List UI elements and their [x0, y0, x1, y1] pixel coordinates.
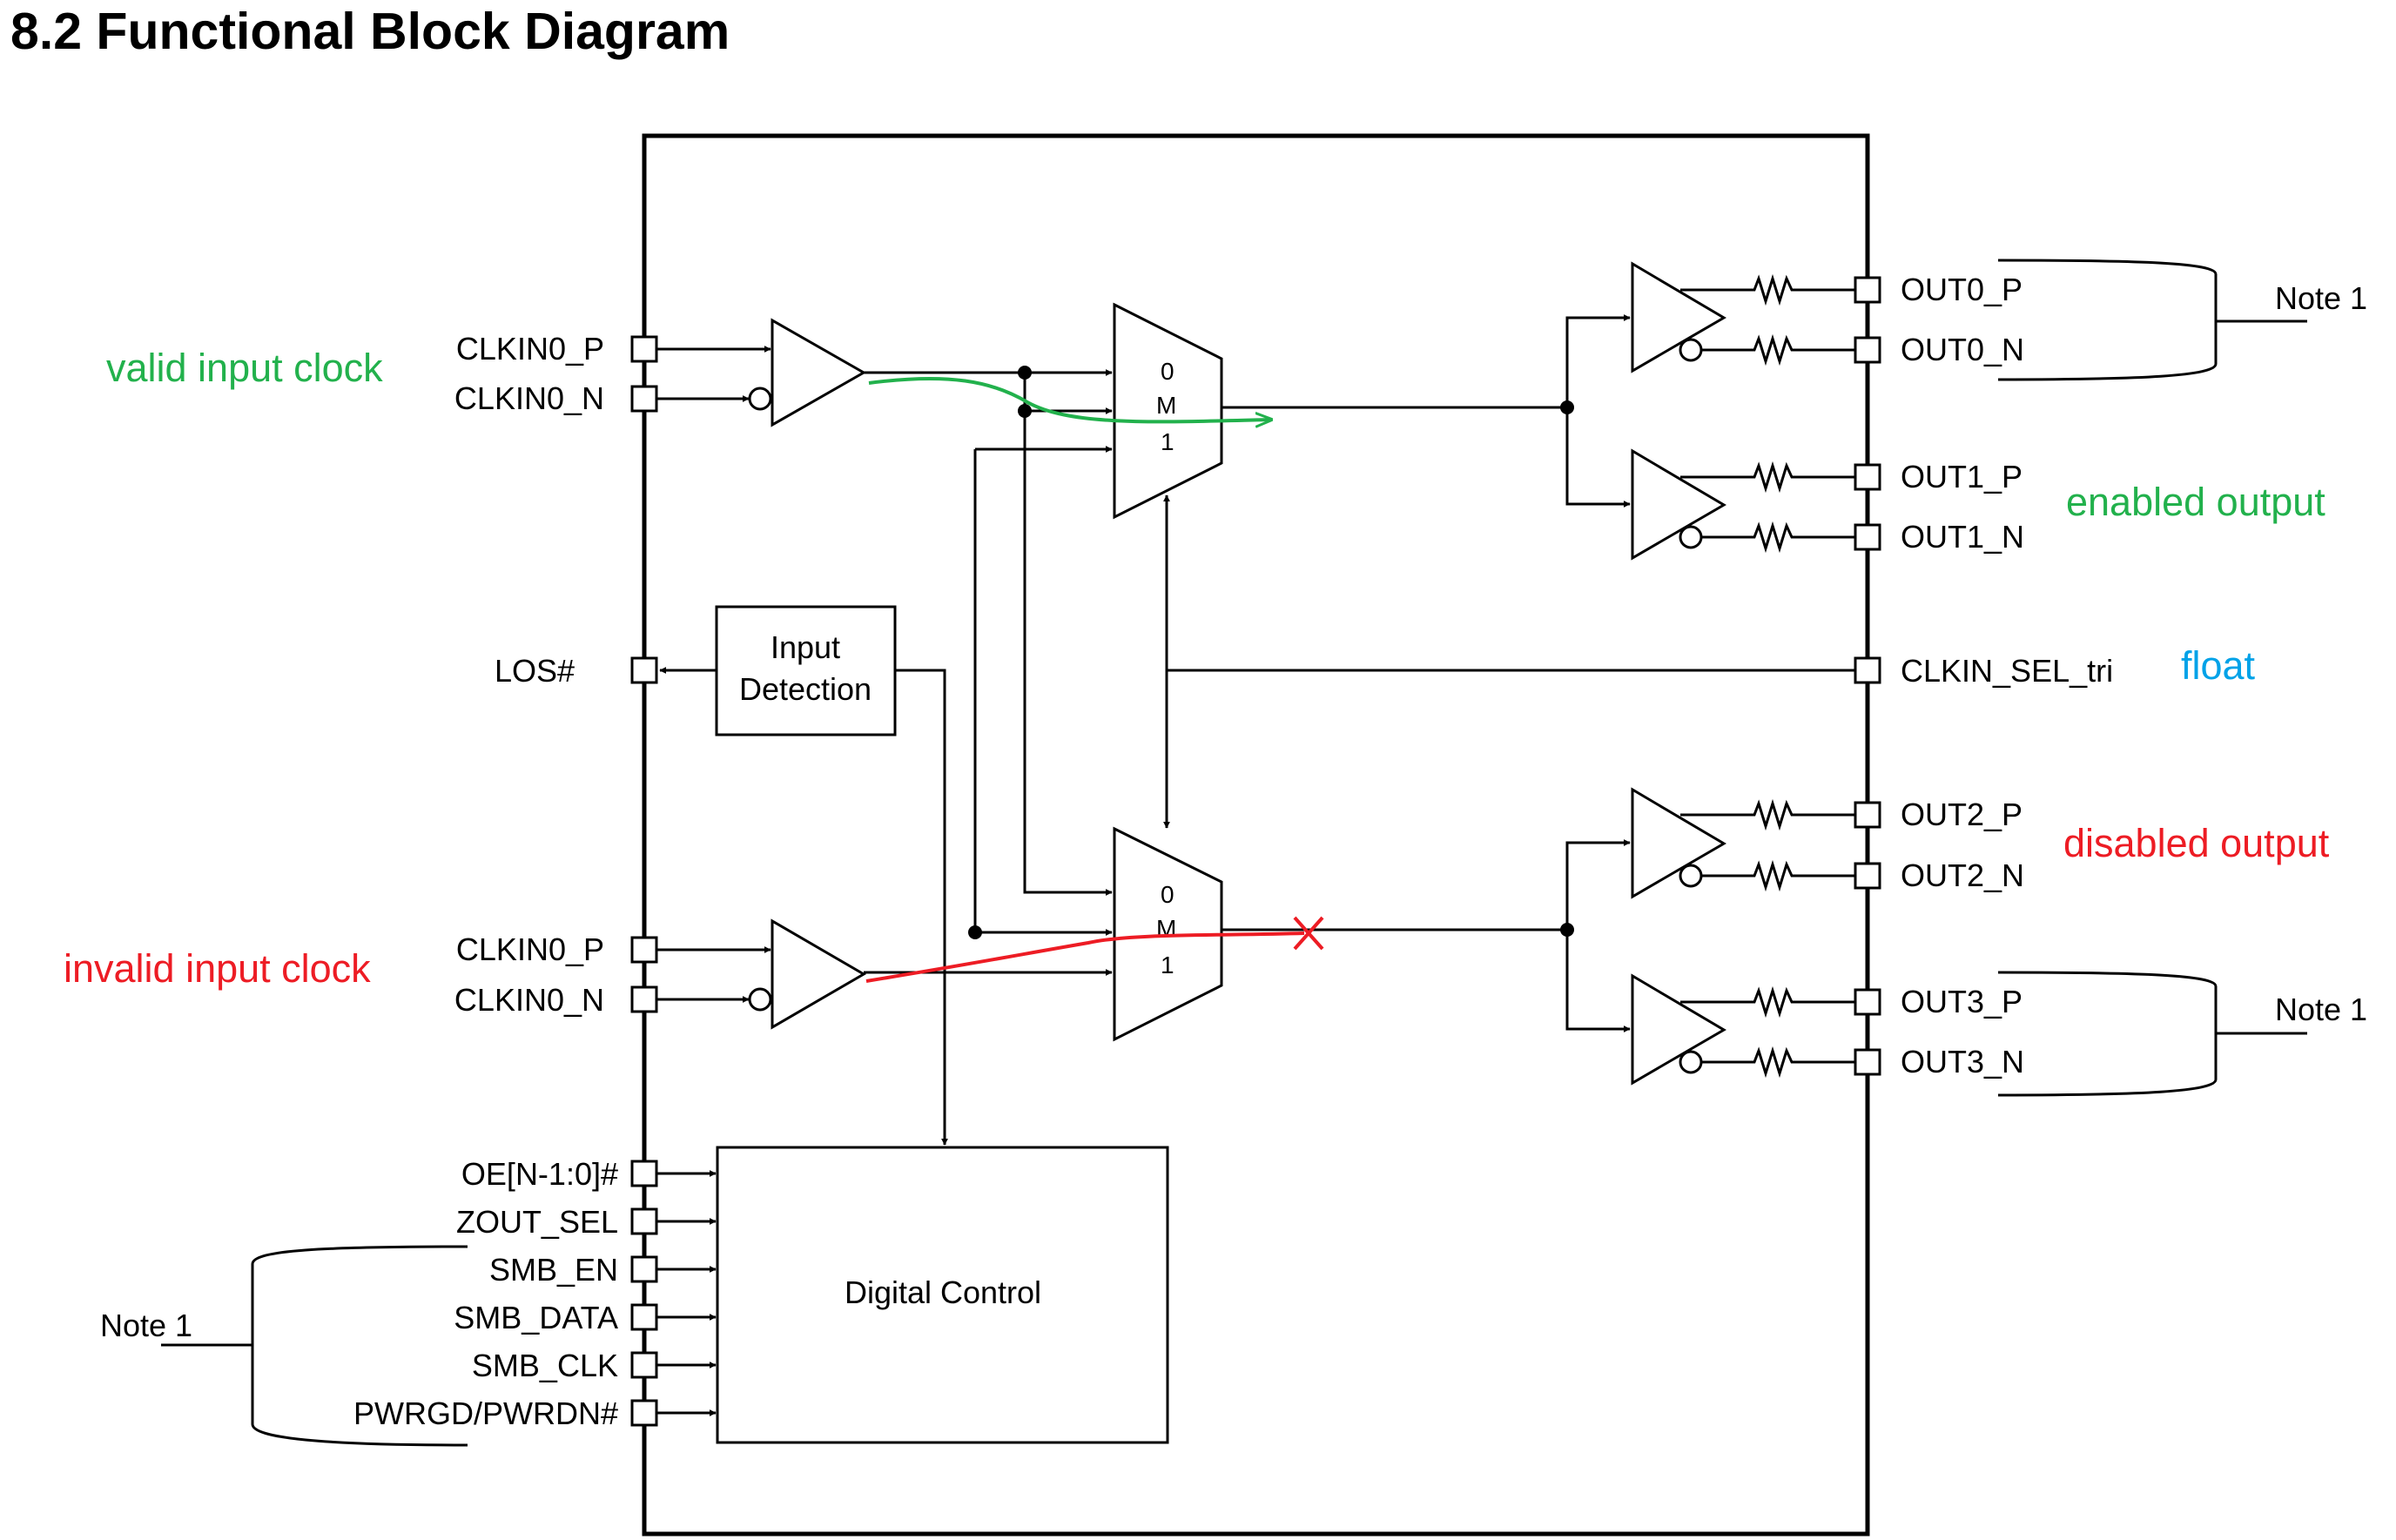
- pin-out2-n: OUT2_N: [1901, 857, 2024, 893]
- annotation-float: float: [2181, 643, 2256, 688]
- output-resistors: [1680, 273, 1854, 1079]
- mux-top: 0 M 1: [1113, 302, 1223, 520]
- output-buffer-3: [1631, 973, 1726, 1086]
- blocked-x-mark: [1293, 916, 1324, 951]
- annotation-enabled-output: enabled output: [2066, 480, 2325, 524]
- pin-smb-en: SMB_EN: [489, 1252, 618, 1288]
- pin-out1-p: OUT1_P: [1901, 459, 2022, 494]
- pin-clkin0-n-top: CLKIN0_N: [454, 380, 604, 416]
- valid-path-green-line: [868, 376, 1271, 421]
- input-buffer-top: [748, 318, 867, 427]
- note-left: Note 1: [100, 1308, 192, 1343]
- pin-clkin-sel-tri: CLKIN_SEL_tri: [1901, 653, 2113, 689]
- mux-bottom-1: 1: [1161, 952, 1174, 978]
- pin-out0-p: OUT0_P: [1901, 272, 2022, 307]
- note-bracket-right-top: [1997, 259, 2307, 381]
- mux-bottom-m: M: [1156, 915, 1176, 942]
- mux-top-1: 1: [1161, 428, 1174, 455]
- pin-clkin0-p-bottom: CLKIN0_P: [456, 931, 604, 967]
- pins: [630, 276, 1881, 1427]
- digital-control-label: Digital Control: [845, 1274, 1041, 1310]
- digital-control-block: [716, 1146, 1169, 1444]
- invalid-path-red-line: [865, 931, 1305, 983]
- pin-out3-p: OUT3_P: [1901, 984, 2022, 1019]
- mux-top-m: M: [1156, 392, 1176, 419]
- input-detection-label-1: Input: [771, 629, 840, 665]
- input-detection-label-2: Detection: [739, 671, 872, 707]
- note-right-bottom: Note 1: [2275, 992, 2367, 1027]
- pin-zout-sel: ZOUT_SEL: [456, 1204, 618, 1240]
- pin-out1-n: OUT1_N: [1901, 519, 2024, 555]
- pin-oe: OE[N-1:0]#: [461, 1156, 618, 1192]
- mux-bottom-0: 0: [1161, 881, 1174, 908]
- pin-pwrgd-pwrdn: PWRGD/PWRDN#: [353, 1395, 618, 1431]
- pin-clkin0-p-top: CLKIN0_P: [456, 331, 604, 367]
- input-detection-block: [715, 605, 897, 736]
- pin-los: LOS#: [495, 653, 575, 689]
- input-buffer-bottom: [748, 918, 866, 1030]
- pin-smb-data: SMB_DATA: [454, 1300, 618, 1335]
- note-bracket-left: [161, 1245, 468, 1447]
- mux-top-0: 0: [1161, 358, 1174, 385]
- pin-out2-p: OUT2_P: [1901, 797, 2022, 832]
- chip-boundary: [642, 133, 1870, 1537]
- page-title: 8.2 Functional Block Diagram: [10, 3, 730, 60]
- pin-out0-n: OUT0_N: [1901, 332, 2024, 367]
- annotation-disabled-output: disabled output: [2063, 821, 2330, 865]
- control-pin-arrows: [657, 1170, 717, 1416]
- annotation-invalid-input: invalid input clock: [64, 946, 371, 991]
- pin-clkin0-n-bottom: CLKIN0_N: [454, 982, 604, 1018]
- output-buffer-2: [1631, 787, 1726, 899]
- note-bracket-right-bottom: [1997, 971, 2307, 1097]
- pin-out3-n: OUT3_N: [1901, 1044, 2024, 1079]
- output-buffer-1: [1631, 448, 1726, 561]
- note-right-top: Note 1: [2275, 280, 2367, 316]
- annotation-valid-input: valid input clock: [106, 346, 383, 390]
- output-buffer-0: [1631, 261, 1726, 373]
- pin-smb-clk: SMB_CLK: [472, 1348, 618, 1383]
